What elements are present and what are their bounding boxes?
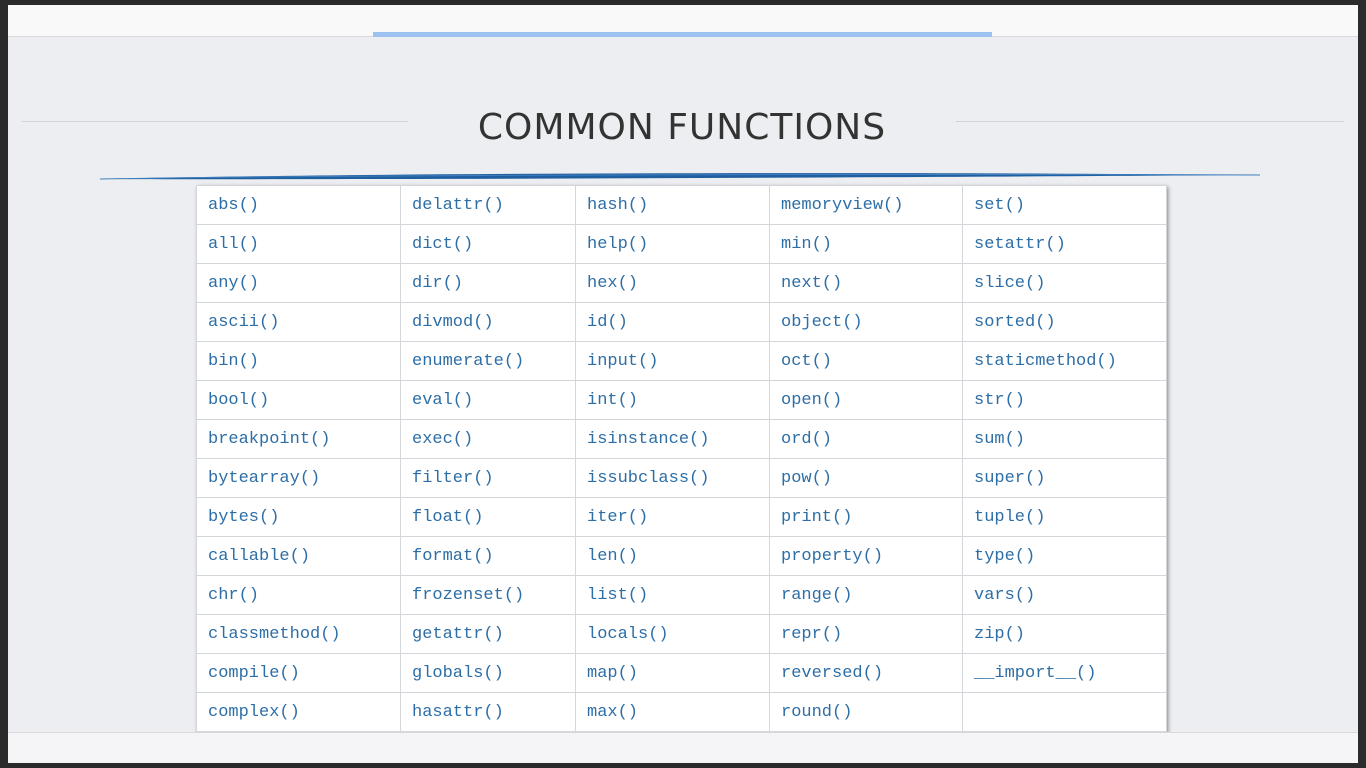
function-cell: delattr() [400,185,576,225]
function-cell: map() [575,653,770,693]
function-cell: callable() [196,536,401,576]
table-row: callable()format()len()property()type() [196,536,1167,576]
function-cell: str() [962,380,1167,420]
table-row: all()dict()help()min()setattr() [196,224,1167,264]
function-cell: bytes() [196,497,401,537]
function-cell: vars() [962,575,1167,615]
function-cell: dir() [400,263,576,303]
function-cell: list() [575,575,770,615]
function-cell: classmethod() [196,614,401,654]
function-cell: bin() [196,341,401,381]
bottom-status-band [8,732,1358,763]
function-cell: staticmethod() [962,341,1167,381]
table-row: abs()delattr()hash()memoryview()set() [196,185,1167,225]
function-cell: chr() [196,575,401,615]
function-cell: locals() [575,614,770,654]
function-cell: breakpoint() [196,419,401,459]
function-cell: range() [769,575,963,615]
function-cell: open() [769,380,963,420]
table-row: bin()enumerate()input()oct()staticmethod… [196,341,1167,381]
function-cell: min() [769,224,963,264]
function-cell: all() [196,224,401,264]
table-row: bytes()float()iter()print()tuple() [196,497,1167,537]
function-cell: zip() [962,614,1167,654]
function-cell: bytearray() [196,458,401,498]
table-row: bool()eval()int()open()str() [196,380,1167,420]
title-rule-left [22,121,408,122]
function-cell: ascii() [196,302,401,342]
table-row: chr()frozenset()list()range()vars() [196,575,1167,615]
function-cell: property() [769,536,963,576]
function-cell: iter() [575,497,770,537]
function-cell: print() [769,497,963,537]
function-cell: frozenset() [400,575,576,615]
function-cell [962,692,1167,732]
function-cell: set() [962,185,1167,225]
function-cell: oct() [769,341,963,381]
function-cell: sorted() [962,302,1167,342]
function-cell: id() [575,302,770,342]
table-row: bytearray()filter()issubclass()pow()supe… [196,458,1167,498]
function-cell: sum() [962,419,1167,459]
function-cell: next() [769,263,963,303]
function-cell: isinstance() [575,419,770,459]
function-cell: type() [962,536,1167,576]
function-cell: format() [400,536,576,576]
function-cell: reversed() [769,653,963,693]
table-row: any()dir()hex()next()slice() [196,263,1167,303]
function-cell: hex() [575,263,770,303]
function-cell: super() [962,458,1167,498]
function-cell: repr() [769,614,963,654]
function-cell: memoryview() [769,185,963,225]
function-cell: compile() [196,653,401,693]
function-cell: tuple() [962,497,1167,537]
function-cell: enumerate() [400,341,576,381]
title-rule-right [956,121,1344,122]
slide-canvas: COMMON FUNCTIONS abs()delattr()hash()mem… [8,37,1358,732]
function-cell: dict() [400,224,576,264]
function-cell: __import__() [962,653,1167,693]
function-cell: hash() [575,185,770,225]
table-row: breakpoint()exec()isinstance()ord()sum() [196,419,1167,459]
function-cell: hasattr() [400,692,576,732]
function-cell: issubclass() [575,458,770,498]
slide-title: COMMON FUNCTIONS [477,107,887,148]
table-row: classmethod()getattr()locals()repr()zip(… [196,614,1167,654]
functions-table-container: abs()delattr()hash()memoryview()set()all… [196,185,1167,732]
table-row: complex()hasattr()max()round() [196,692,1167,732]
table-row: ascii()divmod()id()object()sorted() [196,302,1167,342]
progress-accent-bar [373,32,992,37]
function-cell: complex() [196,692,401,732]
function-cell: round() [769,692,963,732]
function-cell: pow() [769,458,963,498]
function-cell: globals() [400,653,576,693]
function-cell: bool() [196,380,401,420]
function-cell: int() [575,380,770,420]
function-cell: divmod() [400,302,576,342]
function-cell: input() [575,341,770,381]
function-cell: getattr() [400,614,576,654]
function-cell: exec() [400,419,576,459]
function-cell: setattr() [962,224,1167,264]
table-row: compile()globals()map()reversed()__impor… [196,653,1167,693]
function-cell: float() [400,497,576,537]
function-cell: eval() [400,380,576,420]
function-cell: len() [575,536,770,576]
function-cell: help() [575,224,770,264]
function-cell: ord() [769,419,963,459]
function-cell: any() [196,263,401,303]
functions-table: abs()delattr()hash()memoryview()set()all… [196,185,1167,732]
function-cell: slice() [962,263,1167,303]
function-cell: abs() [196,185,401,225]
presentation-window: COMMON FUNCTIONS abs()delattr()hash()mem… [8,5,1358,763]
title-underline-swoosh [100,173,1260,180]
function-cell: max() [575,692,770,732]
function-cell: object() [769,302,963,342]
function-cell: filter() [400,458,576,498]
